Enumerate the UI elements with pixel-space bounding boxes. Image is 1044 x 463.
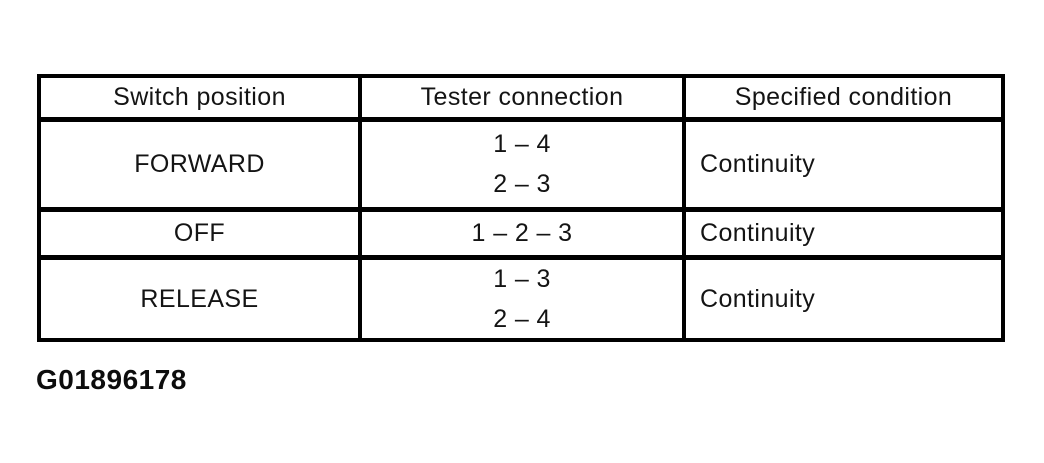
- connection-line: 1 – 4: [493, 130, 551, 159]
- connection-line: 2 – 4: [493, 304, 551, 333]
- cell-condition-off: Continuity: [686, 212, 1001, 260]
- continuity-spec-table: Switch position Tester connection Specif…: [37, 74, 1005, 342]
- cell-condition-release: Continuity: [700, 284, 816, 313]
- cell-tester-connection-release: 1 – 3 2 – 4: [362, 260, 686, 338]
- cell-condition-forward: Continuity: [686, 122, 1001, 212]
- connection-line: 1 – 3: [493, 264, 551, 293]
- cell-switch-position-off: OFF: [41, 212, 362, 260]
- connection-line: 2 – 3: [493, 170, 551, 198]
- cell-tester-connection-off: 1 – 2 – 3: [362, 212, 686, 260]
- cell-switch-position-forward: FORWARD: [41, 122, 362, 212]
- figure-id-label: G01896178: [36, 364, 187, 395]
- header-tester-connection: Tester connection: [362, 78, 686, 122]
- header-switch-position: Switch position: [41, 78, 362, 122]
- header-specified-condition: Specified condition: [686, 78, 1001, 122]
- cell-tester-connection-forward: 1 – 4 2 – 3: [362, 122, 686, 212]
- connection-line: 1 – 2 – 3: [471, 219, 573, 248]
- cell-switch-position-release: RELEASE: [41, 260, 362, 338]
